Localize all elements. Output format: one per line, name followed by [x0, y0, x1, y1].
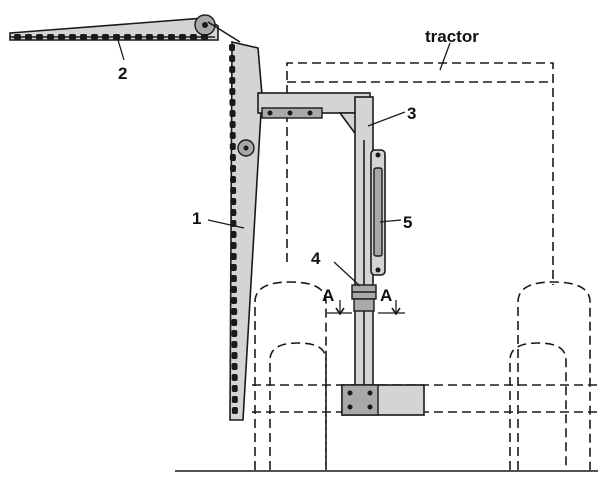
chain-link: [231, 374, 238, 381]
chain-link: [25, 34, 32, 40]
chain-link: [80, 34, 87, 40]
chain-link: [231, 407, 238, 414]
chain-link: [113, 34, 120, 40]
chain-link: [231, 385, 238, 392]
hydraulic-cylinder: [370, 149, 386, 276]
chain-link: [47, 34, 54, 40]
chain-link: [124, 34, 131, 40]
chain-link: [230, 209, 237, 216]
chain-link: [135, 34, 142, 40]
chain-link: [229, 132, 236, 139]
chain-link: [230, 242, 237, 249]
chain-link: [229, 165, 236, 172]
chain-link: [229, 143, 236, 150]
vertical-arm: [207, 21, 263, 421]
chain-link: [230, 286, 237, 293]
chain-link: [201, 34, 208, 40]
label-part-1: 1: [192, 209, 201, 228]
leader-lines: [117, 39, 451, 287]
chain-link: [230, 264, 237, 271]
upper-chain-links: [14, 34, 208, 40]
vertical-chain-links: [229, 44, 238, 414]
section-marks: [327, 300, 405, 316]
chain-link: [229, 66, 236, 73]
label-part-4: 4: [311, 249, 321, 268]
chain-link: [230, 231, 237, 238]
chain-link: [58, 34, 65, 40]
chain-link: [231, 396, 238, 403]
vertical-mast: [354, 96, 374, 388]
label-part-2: 2: [118, 64, 127, 83]
base-mount: [341, 384, 425, 416]
chain-link: [231, 363, 238, 370]
chain-link: [230, 253, 237, 260]
chain-link: [231, 330, 238, 337]
chain-link: [231, 319, 238, 326]
chain-link: [190, 34, 197, 40]
chain-link: [229, 154, 236, 161]
label-tractor: tractor: [425, 27, 479, 46]
label-section-a-left: A: [322, 286, 334, 305]
label-part-5: 5: [403, 213, 412, 232]
mast-joint: [351, 284, 377, 312]
chain-link: [146, 34, 153, 40]
chain-link: [229, 121, 236, 128]
chain-link: [229, 77, 236, 84]
chain-link: [231, 341, 238, 348]
chain-link: [229, 110, 236, 117]
chain-link: [14, 34, 21, 40]
chain-link: [69, 34, 76, 40]
chain-link: [231, 297, 238, 304]
chain-link: [231, 308, 238, 315]
chain-link: [230, 275, 237, 282]
chain-link: [179, 34, 186, 40]
chain-link: [168, 34, 175, 40]
chain-link: [229, 99, 236, 106]
chain-link: [230, 187, 237, 194]
chain-link: [36, 34, 43, 40]
tractor-outline: [252, 62, 598, 470]
chain-link: [229, 55, 236, 62]
chain-link: [102, 34, 109, 40]
label-part-3: 3: [407, 104, 416, 123]
label-section-a-right: A: [380, 286, 392, 305]
support-beam: [257, 92, 371, 139]
chain-link: [230, 176, 237, 183]
chain-link: [91, 34, 98, 40]
chain-link: [229, 44, 235, 51]
chain-link: [229, 88, 236, 95]
chain-link: [157, 34, 164, 40]
chain-link: [230, 198, 237, 205]
chain-link: [231, 352, 238, 359]
